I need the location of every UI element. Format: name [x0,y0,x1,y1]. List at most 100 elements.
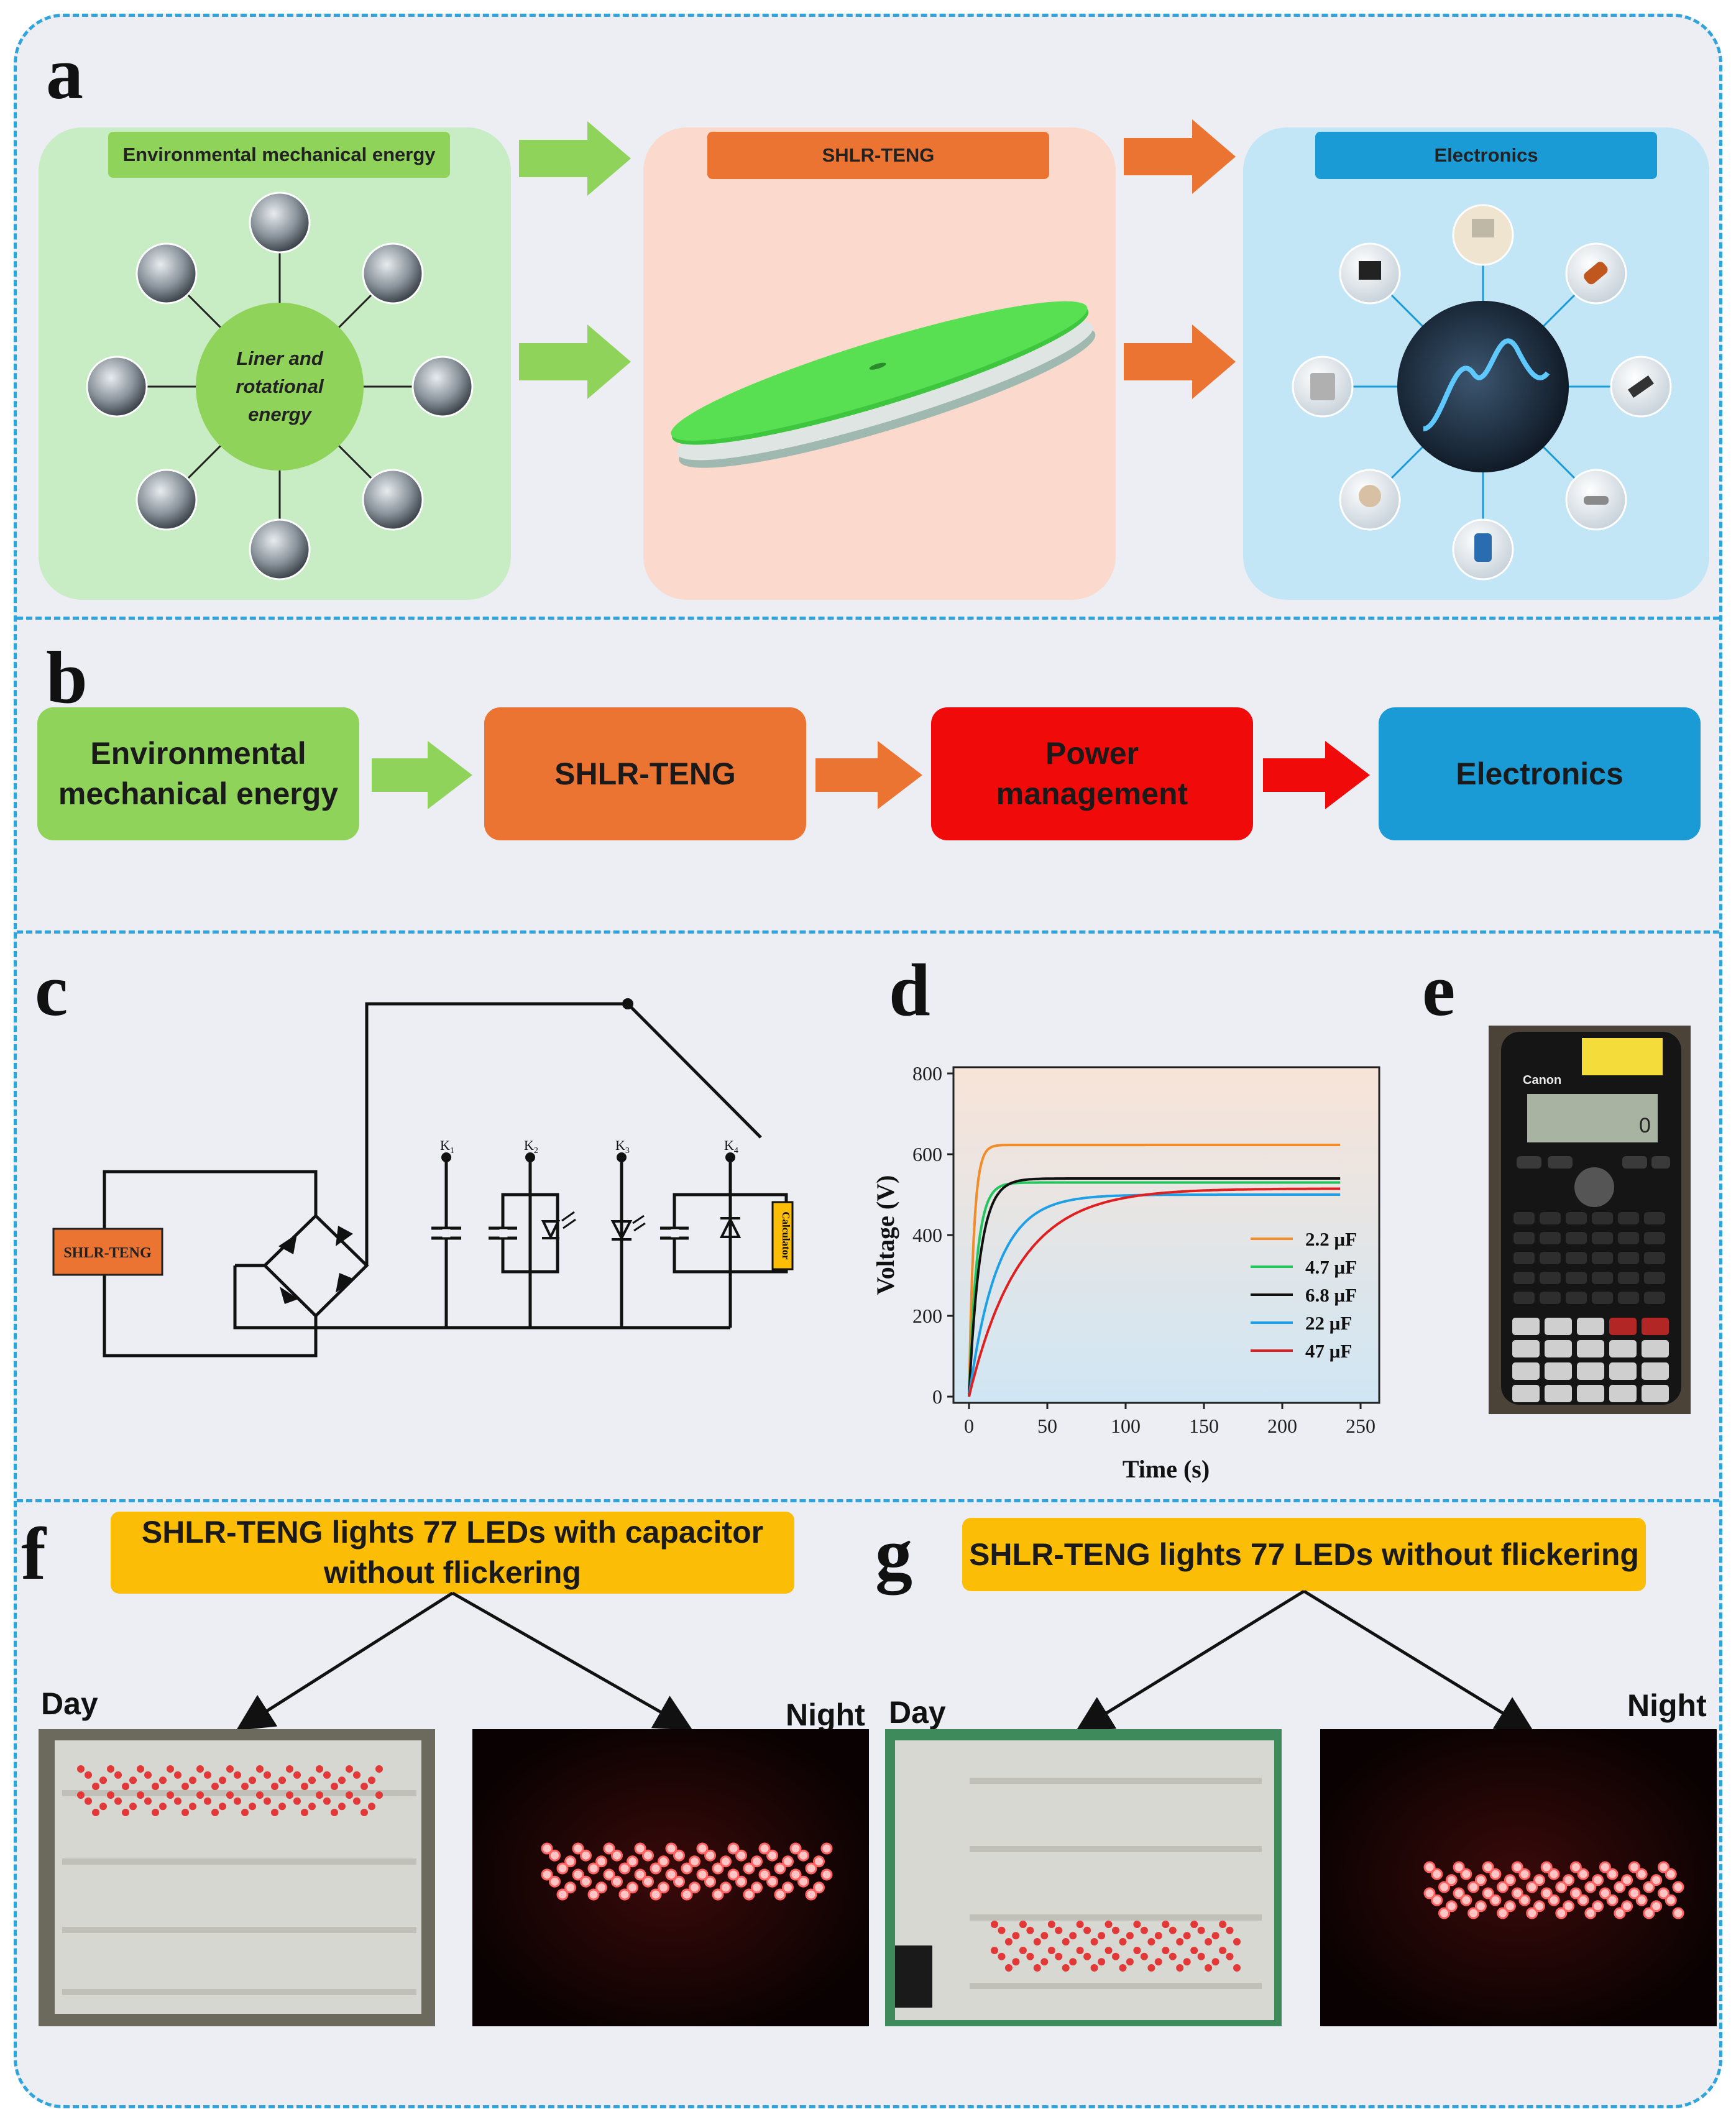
led-dot [587,1862,600,1875]
led-dot [1526,1907,1538,1919]
led-dot [549,1875,561,1888]
led-dot [241,1783,249,1790]
series-line-4 [968,1187,1341,1397]
led-dot [1040,1932,1049,1940]
led-dot [681,1862,693,1875]
led-dot [331,1783,338,1790]
component-icons [1292,204,1672,581]
energy-hub-circle [196,303,364,471]
led-dot [720,1881,732,1894]
led-dot [1658,1887,1669,1899]
led-dot [323,1771,331,1779]
led-dot [720,1855,732,1868]
function-key [1566,1272,1587,1284]
led-dot [1012,1932,1020,1940]
function-key [1566,1252,1587,1264]
led-dot [681,1888,693,1901]
led-dot [658,1881,669,1894]
number-key [1642,1318,1669,1335]
led-dot [256,1765,264,1773]
led-dot [712,1862,724,1875]
panel-f-day-leds [77,1765,383,1816]
led-dot [114,1797,122,1805]
led-dot [1083,1952,1091,1960]
led-dot [85,1797,92,1805]
number-key [1545,1385,1572,1402]
function-key [1618,1212,1639,1224]
led-dot [1445,1900,1458,1913]
led-dot [1126,1958,1134,1966]
led-dot [1599,1861,1611,1873]
led-dot [1592,1900,1604,1913]
led-dot [1147,1964,1155,1972]
led-dot [665,1842,677,1855]
energy-source-photos [86,191,474,581]
led-dot [1105,1947,1113,1954]
led-dot [1112,1952,1119,1960]
led-dot [820,1868,833,1881]
led-dot [196,1791,204,1799]
led-dot [541,1868,553,1881]
led-dot [278,1776,286,1784]
led-dot [1533,1900,1545,1913]
led-dot [316,1765,323,1773]
wheel-photo [86,356,148,418]
turbine-photo [411,356,474,418]
flow-step-teng: SHLR-TENG [484,707,806,840]
led-dot [308,1803,316,1811]
led-dot [271,1809,278,1816]
cycling-photo [249,191,311,254]
led-dot [1628,1887,1640,1899]
led-dot [1460,1868,1472,1880]
function-key [1644,1232,1665,1244]
panel-f-title: SHLR-TENG lights 77 LEDs with capacitor … [111,1512,794,1594]
led-dot [1672,1907,1684,1919]
y-tick-label: 600 [912,1143,942,1165]
switch-terminals [441,998,735,1162]
led-dot [1650,1874,1663,1886]
panel-label-b: b [46,636,88,719]
led-dot [1047,1947,1055,1954]
plot-area [952,1066,1380,1404]
led-dot [774,1862,786,1875]
led-dot [1569,1861,1582,1873]
led-dot [1460,1894,1472,1906]
panel-label-e: e [1422,948,1456,1031]
led-dot [1563,1900,1574,1913]
pipes-photo [362,242,424,305]
led-dot [1205,1938,1213,1945]
led-dot [181,1783,189,1790]
led-dot [1467,1907,1480,1919]
function-key [1592,1272,1613,1284]
led-dot [696,1842,709,1855]
hub-label-line3: energy [248,403,311,425]
led-dot [1147,1938,1155,1945]
led-dot [144,1771,152,1779]
led-dot [789,1868,802,1881]
led-dot [743,1862,755,1875]
panel-f-pointers [236,1591,693,1731]
number-key [1577,1318,1604,1335]
panel-label-f: f [21,1512,46,1595]
led-dot [1119,1938,1127,1945]
hub-label-line2: rotational [236,375,324,398]
led-dot [1621,1874,1633,1886]
panel-g-day-photo [885,1729,1282,2026]
panel-f-day-photo [39,1729,435,2026]
function-key [1513,1272,1535,1284]
led-dot [1665,1868,1677,1880]
led-dot [1119,1964,1127,1972]
calculator-photo: Canon 0 [1489,1026,1691,1414]
led-dot [813,1855,825,1868]
led-dot [1047,1921,1055,1928]
panel-label-g: g [875,1512,912,1595]
led-dot [375,1791,383,1799]
led-dot [1033,1964,1041,1972]
led-dot [286,1791,293,1799]
calculator-function-keys [1513,1212,1665,1304]
led-dot [1140,1926,1148,1934]
